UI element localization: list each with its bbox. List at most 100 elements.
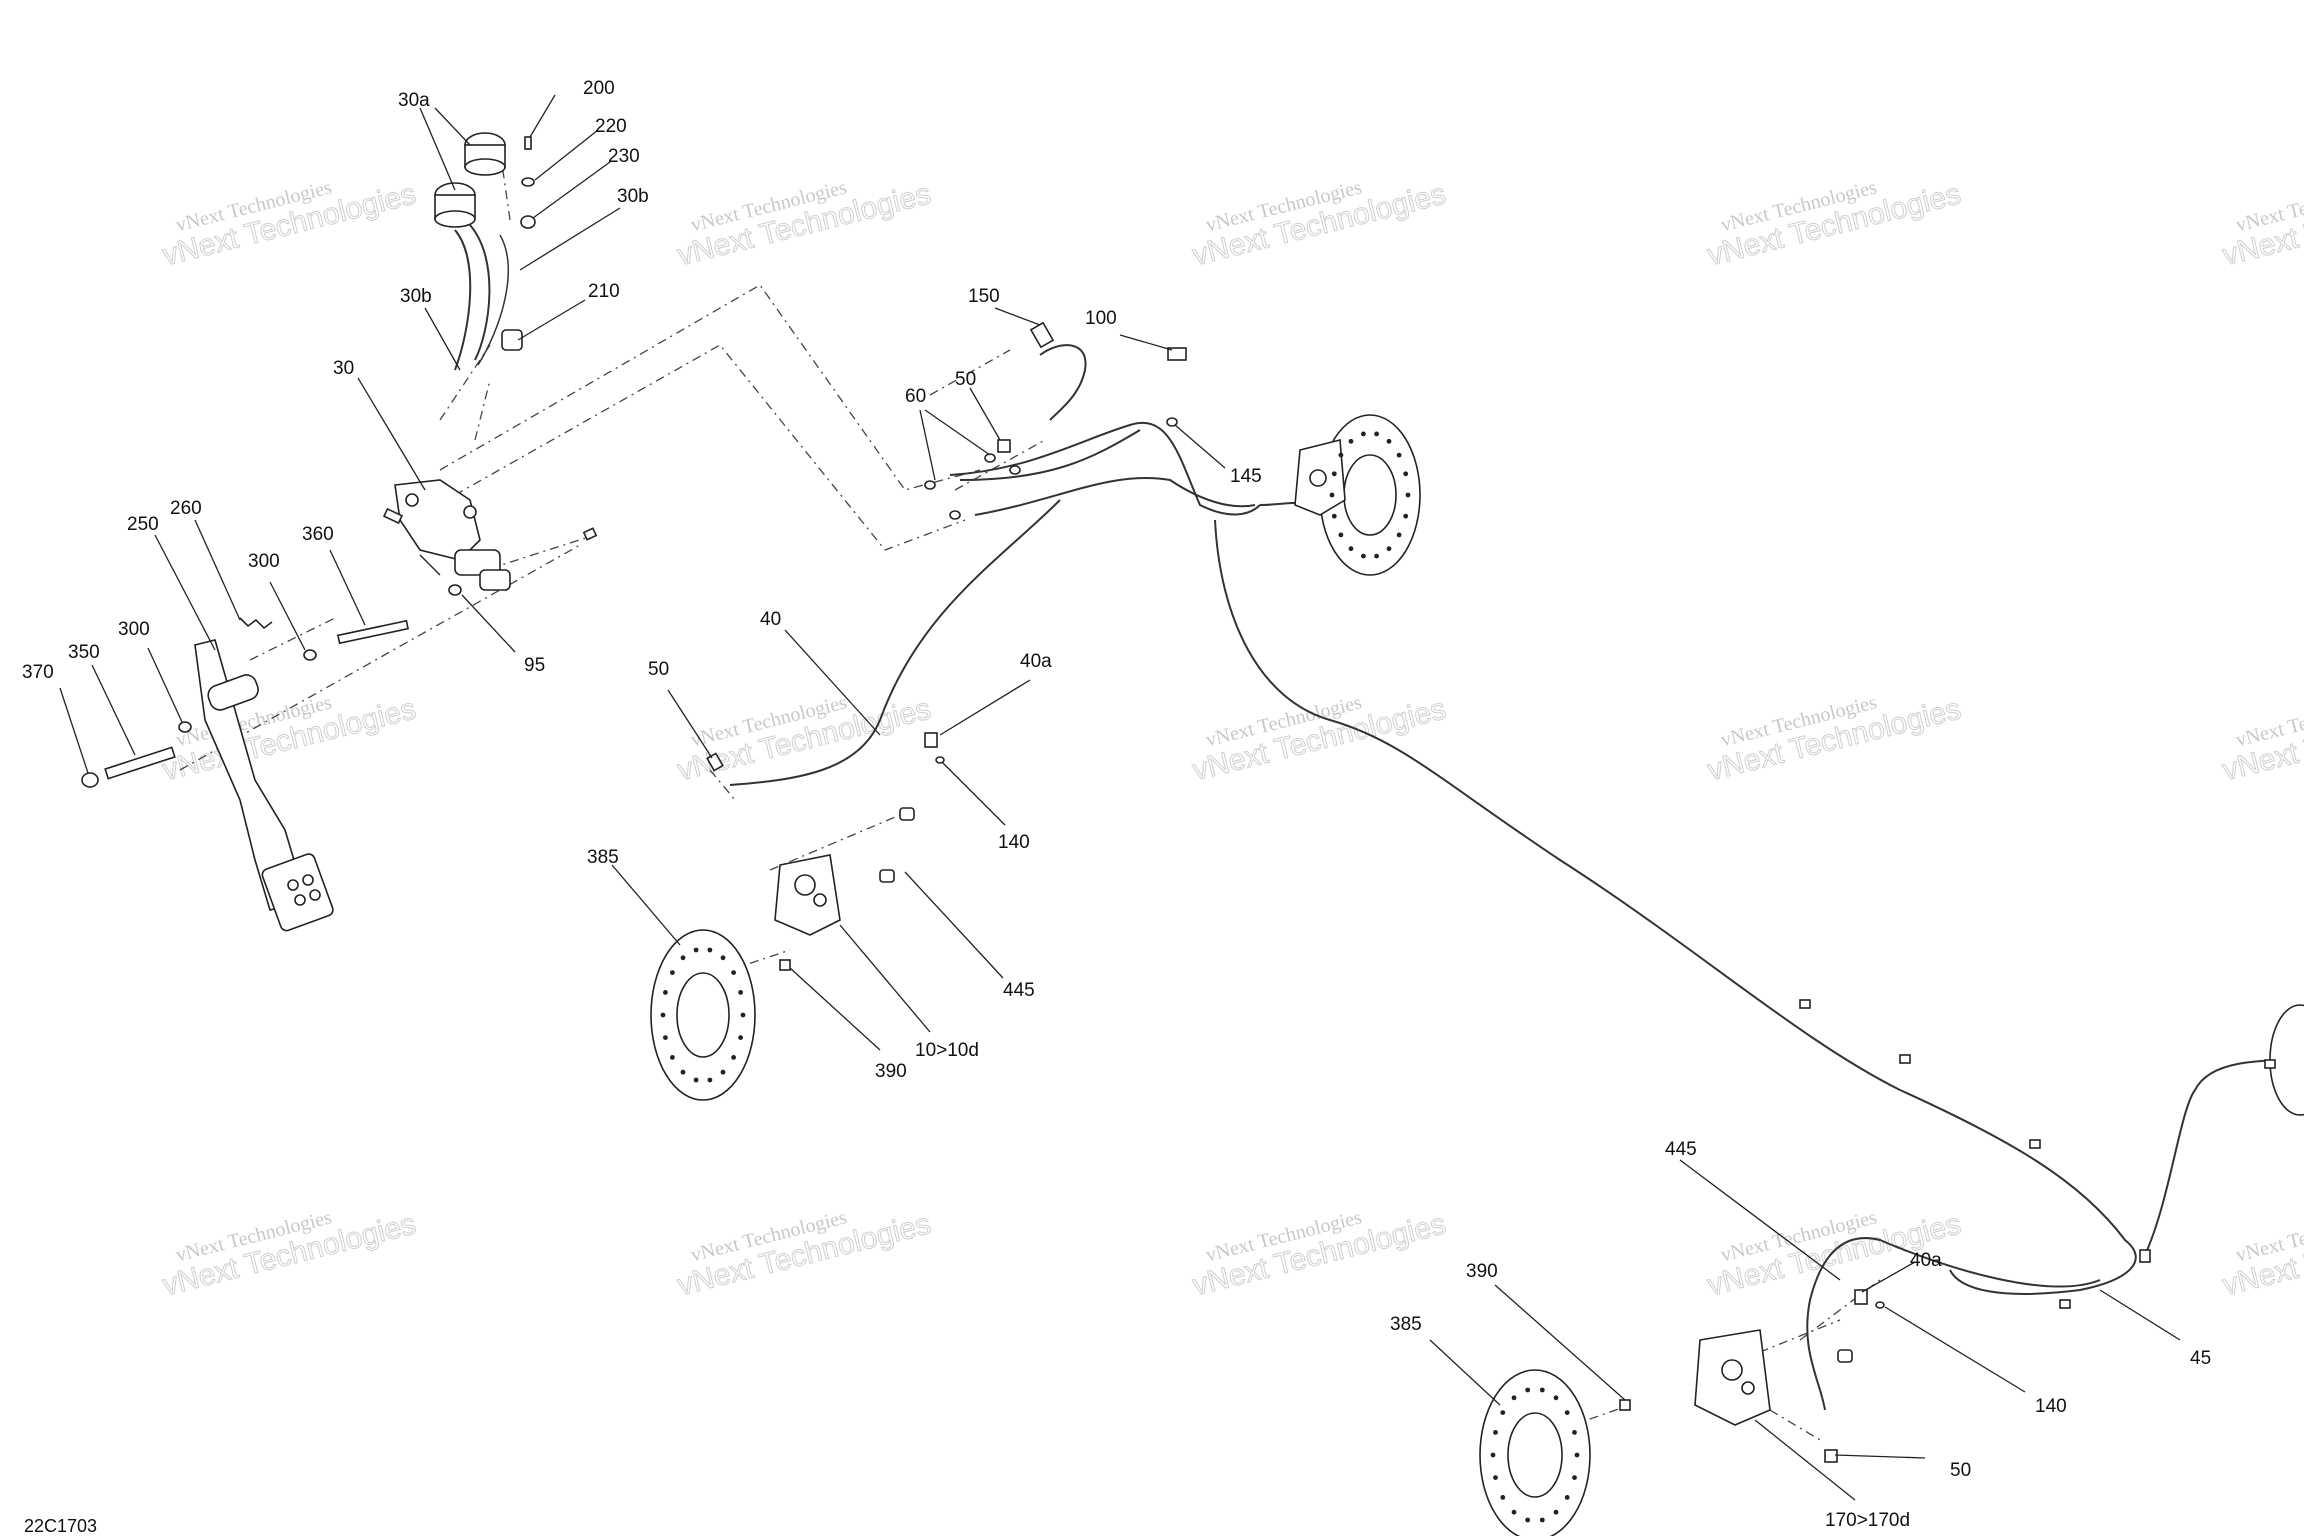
disc-hole [1511, 1395, 1517, 1401]
callout-170-170d: 170>170d [1825, 1510, 1910, 1531]
front-left-caliper [774, 854, 841, 936]
disc-hole [1361, 431, 1366, 437]
callout-50-mid: 50 [648, 659, 669, 680]
callout-95: 95 [524, 655, 545, 676]
disc-hole [1539, 1387, 1545, 1393]
drawing-code: 22C1703 [24, 1516, 97, 1536]
disc-hole [740, 1012, 746, 1018]
screw-200 [524, 136, 532, 150]
callout-140-mid: 140 [998, 832, 1030, 853]
disc-hole [693, 947, 699, 953]
disc-hole [1493, 1430, 1498, 1435]
callout-60: 60 [905, 386, 926, 407]
disc-hole [1490, 1452, 1496, 1458]
nut-230 [520, 215, 536, 229]
callout-145: 145 [1230, 466, 1262, 487]
disc-hole [1564, 1495, 1570, 1500]
front-right-brake-disc [1319, 414, 1421, 576]
hose-clip-6 [2264, 1059, 2276, 1069]
disc-hole [1396, 452, 1402, 458]
callout-30b-top: 30b [617, 186, 649, 207]
brake-pedal [194, 639, 334, 932]
hose-clip-2 [1899, 1054, 1911, 1064]
washer-300-upper [303, 649, 317, 661]
disc-hole [1500, 1495, 1506, 1500]
callout-385-left: 385 [587, 847, 619, 868]
disc-hole [731, 1055, 736, 1060]
disc-hole [670, 1055, 675, 1060]
brake-lines [454, 224, 2304, 1411]
shaft-350 [104, 746, 176, 780]
callout-150: 150 [968, 286, 1000, 307]
disc-hole [1493, 1475, 1498, 1480]
clip-140-bottom [1875, 1301, 1885, 1309]
callout-100: 100 [1085, 308, 1117, 329]
callout-50-top: 50 [955, 369, 976, 390]
disc-hole [720, 1069, 726, 1075]
bolt-445-bottom [1837, 1349, 1853, 1363]
callout-200: 200 [583, 78, 615, 99]
screw-right-master [582, 527, 598, 541]
disc-hole [720, 955, 726, 961]
disc-hole [670, 970, 675, 975]
bolt-445-mid-b [879, 869, 895, 883]
disc-hole [1329, 492, 1335, 498]
disc-hole [1564, 1410, 1570, 1415]
callout-350: 350 [68, 642, 100, 663]
disc-hole [1348, 546, 1354, 552]
rear-brake-disc [1479, 1369, 1591, 1536]
disc-hole [1553, 1395, 1559, 1401]
washer-60-b [949, 510, 961, 520]
disc-hole [1539, 1517, 1545, 1523]
bolt-near-master [382, 507, 404, 525]
hose-clip-4 [2139, 1249, 2151, 1263]
callout-50-bottom: 50 [1950, 1460, 1971, 1481]
front-left-brake-disc [650, 929, 756, 1101]
callout-210: 210 [588, 281, 620, 302]
callout-445-mid: 445 [1003, 980, 1035, 1001]
disc-hole [1511, 1509, 1517, 1515]
hose-clip-3 [2029, 1139, 2041, 1149]
callout-250: 250 [127, 514, 159, 535]
front-right-caliper [1294, 438, 1346, 516]
callout-390-bottom: 390 [1466, 1261, 1498, 1282]
callout-140-bottom: 140 [2035, 1396, 2067, 1417]
disc-hole [1572, 1430, 1577, 1435]
disc-hole [660, 1012, 666, 1018]
disc-hole [738, 990, 743, 995]
clamp-210 [501, 329, 523, 351]
disc-hole [1572, 1475, 1577, 1480]
disc-hole [1396, 532, 1402, 538]
disc-hole [1374, 431, 1379, 437]
callout-40: 40 [760, 609, 781, 630]
disc-hole [738, 1035, 743, 1040]
disc-hole [1331, 471, 1337, 477]
washer-220 [521, 177, 535, 187]
callout-360: 360 [302, 524, 334, 545]
washer-300-lower [178, 721, 192, 733]
callout-300-b: 300 [118, 619, 150, 640]
disc-hole [1403, 471, 1409, 477]
disc-hole [1574, 1452, 1580, 1458]
disc-hole [1361, 553, 1366, 559]
clip-140-mid [935, 756, 945, 764]
disc-hole [1338, 452, 1344, 458]
hose-clip-1 [1799, 999, 1811, 1009]
disc-hole [1348, 438, 1354, 444]
disc-hole [1525, 1517, 1531, 1523]
pin-360 [336, 619, 410, 645]
washer-50-top [984, 453, 996, 463]
assembly-dashed-lines [179, 149, 1881, 1441]
bolt-445-mid-a [899, 807, 915, 821]
callout-445-bottom: 445 [1665, 1139, 1697, 1160]
